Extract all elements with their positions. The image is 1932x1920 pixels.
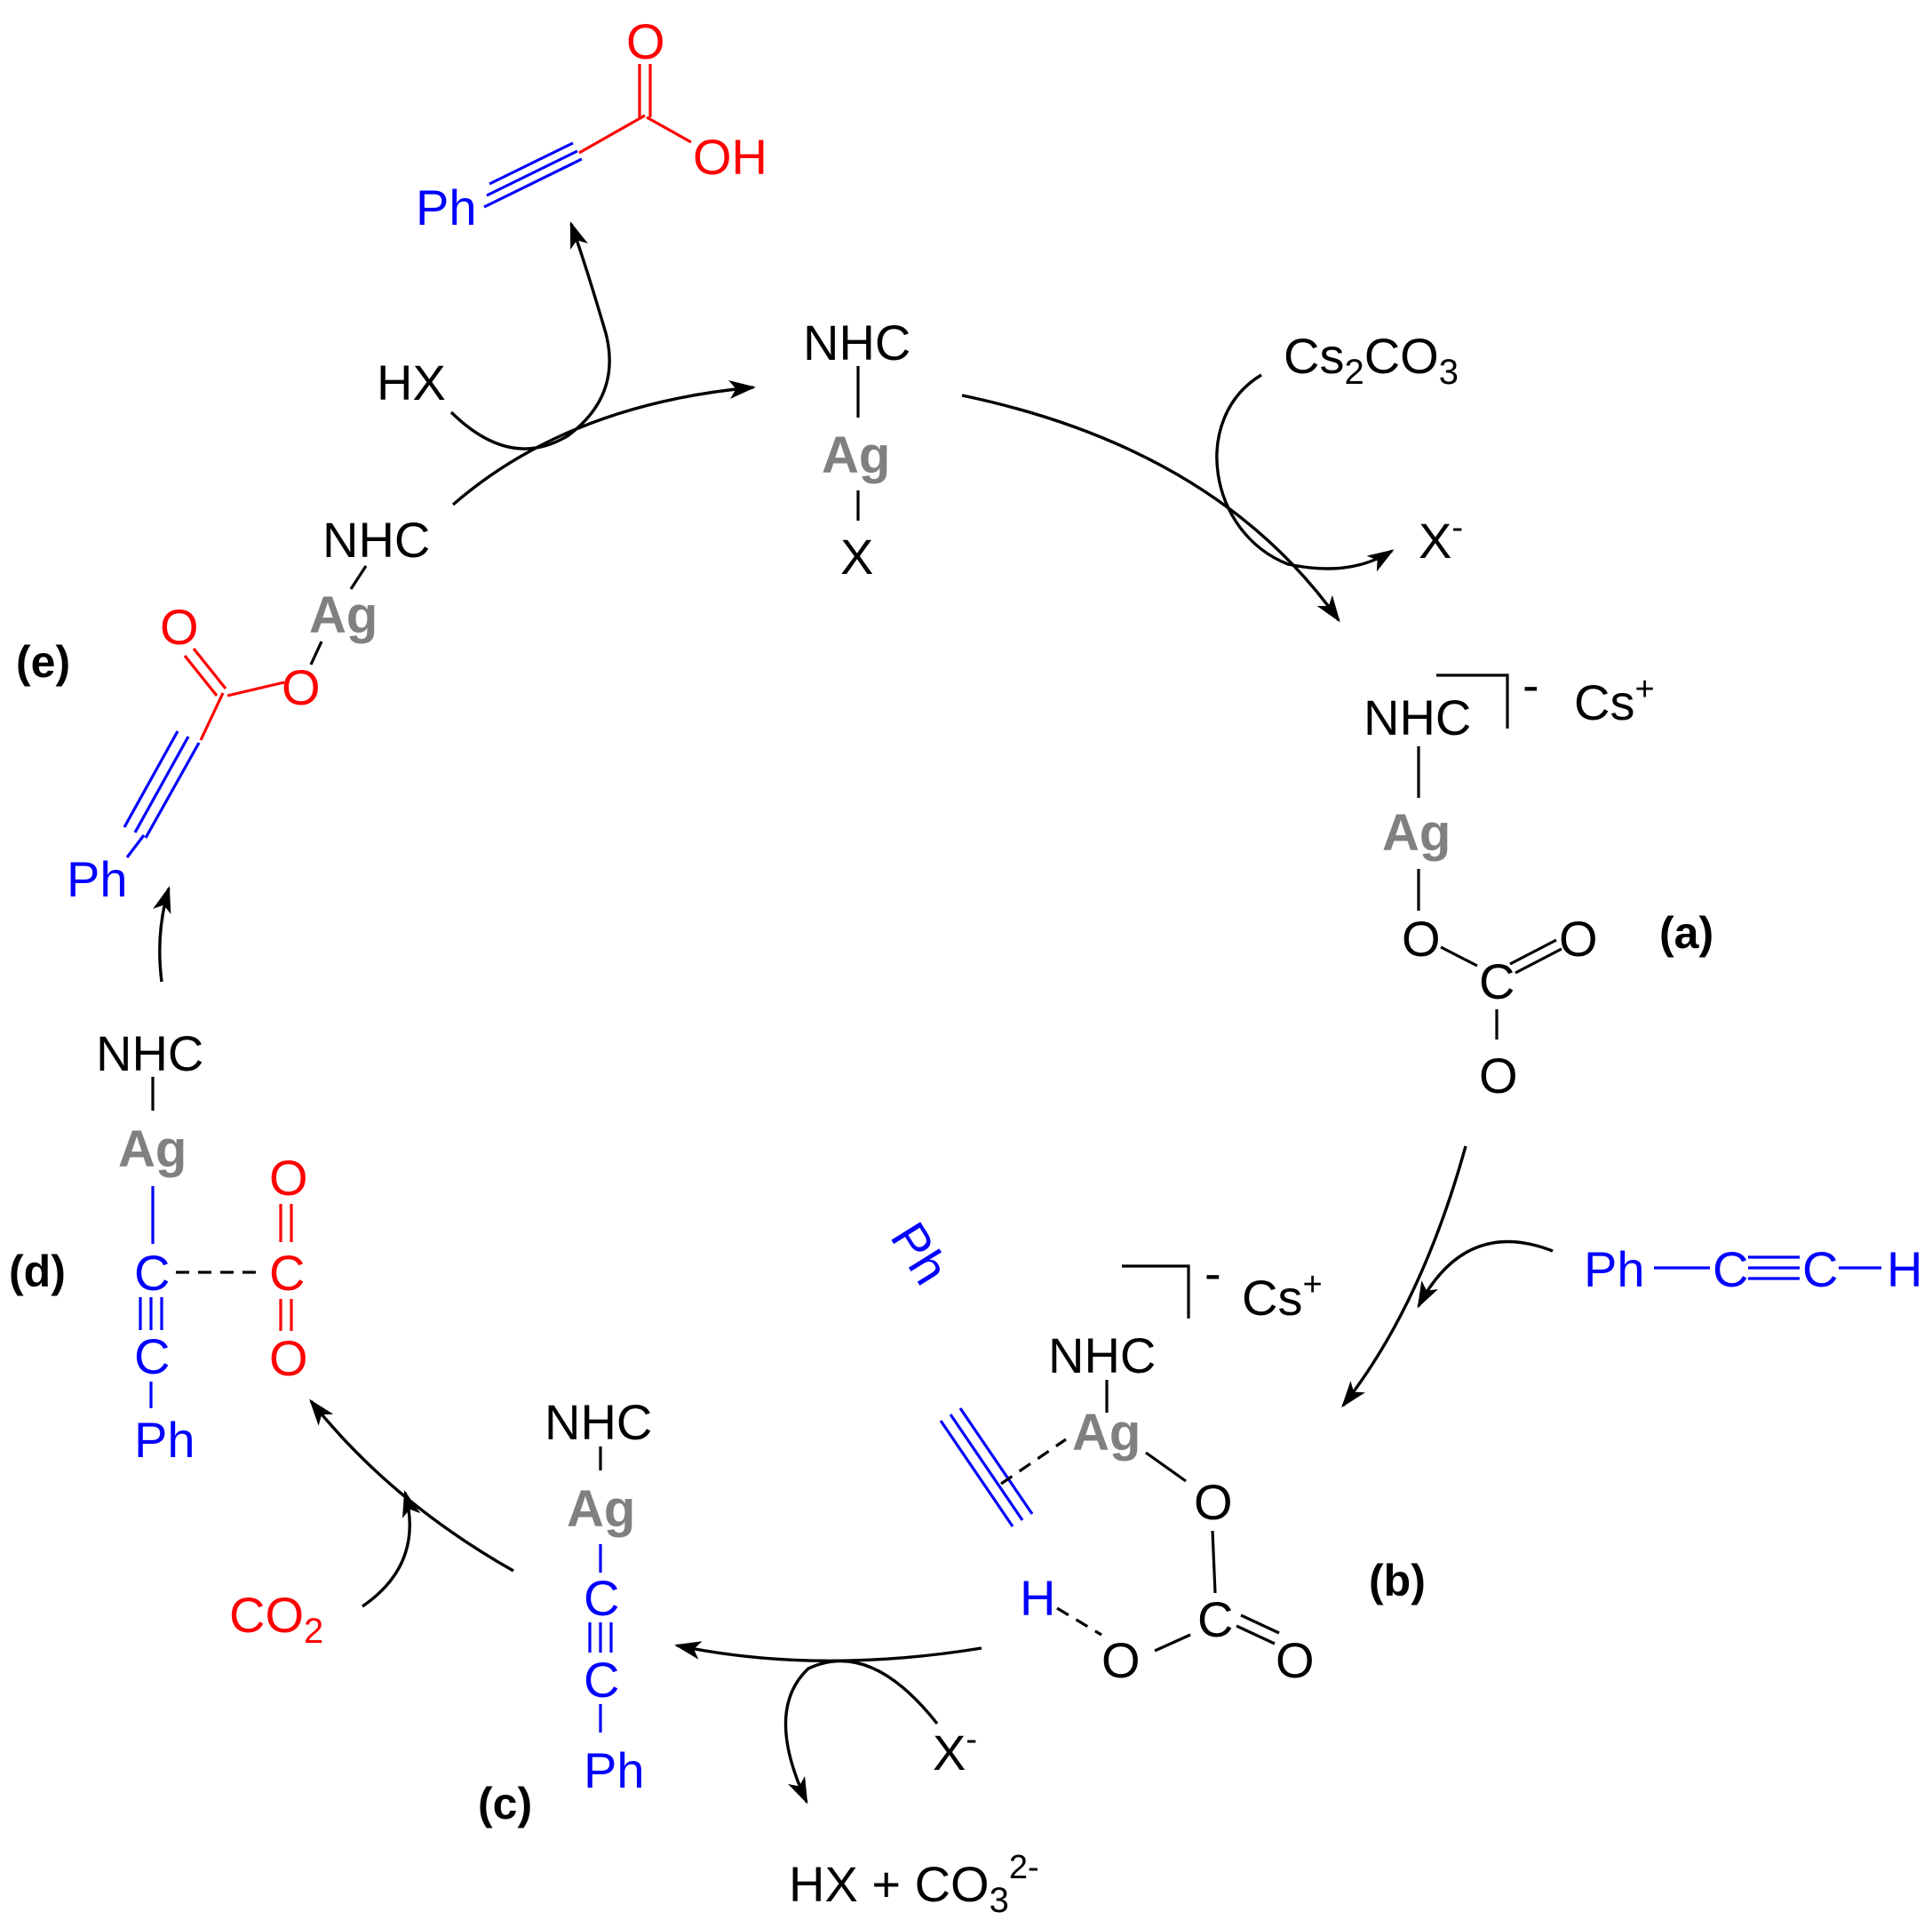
acetylide-ph: Ph xyxy=(584,1742,645,1798)
nhc-label: NHC xyxy=(96,1025,203,1081)
product-ph: Ph xyxy=(416,179,477,235)
anion-charge: - xyxy=(1205,1245,1221,1301)
nhc-label: NHC xyxy=(1048,1327,1156,1383)
reagent-cs2co3: Cs2CO3 xyxy=(1284,328,1459,392)
co2-o-top: O xyxy=(269,1150,308,1206)
product-carbonyl-o: O xyxy=(626,13,665,69)
alkyne-h: H xyxy=(1020,1570,1055,1626)
arrow-e-to-top xyxy=(451,380,756,506)
co2-c: C xyxy=(269,1245,305,1301)
svg-text:CO2: CO2 xyxy=(229,1587,323,1651)
arrow-d-to-e xyxy=(153,886,171,983)
arrow-co2-in xyxy=(362,1490,421,1608)
pa-h: H xyxy=(1887,1241,1922,1297)
arrow-x-in-hx-out xyxy=(783,1659,939,1804)
arrow-c-to-d xyxy=(309,1398,514,1573)
carbonate-o3: O xyxy=(1101,1632,1141,1688)
arrow-b-to-c xyxy=(674,1641,982,1662)
silver-atom: Ag xyxy=(118,1120,187,1178)
nhc-label: NHC xyxy=(545,1394,652,1450)
cesium-cation: Cs+ xyxy=(1574,671,1655,730)
label-a: (a) xyxy=(1659,908,1713,958)
intermediate-a-carbonate: NHC - Cs+ Ag O C O O (a) xyxy=(1364,657,1713,1103)
svg-text:X-: X- xyxy=(1419,509,1463,569)
silver-atom: Ag xyxy=(822,426,890,484)
arrow-a-to-b xyxy=(1341,1145,1467,1408)
complex-nhc-ag-x: NHC Ag X xyxy=(803,315,910,585)
cesium-cation: Cs+ xyxy=(1242,1266,1323,1326)
arrow-hx-in-product-out xyxy=(449,221,611,450)
byproduct-hx-carbonate: HX + CO32- xyxy=(789,1849,1039,1920)
carbonate-c: C xyxy=(1479,953,1515,1009)
intermediate-b-deprotonation: - Cs+ NHC Ag Ph H O C O O (b) xyxy=(880,1213,1426,1688)
carbonate-c: C xyxy=(1197,1591,1233,1647)
product-phenylpropiolic-acid: Ph O OH xyxy=(416,13,767,235)
reagent-co2: CO2 xyxy=(229,1587,323,1651)
carbonate-o1: O xyxy=(1194,1474,1233,1530)
label-e: (e) xyxy=(16,637,70,687)
pa-c1: C xyxy=(1713,1241,1748,1297)
alkyne-ph: Ph xyxy=(134,1412,195,1468)
arrow-top-to-a xyxy=(961,394,1340,623)
silver-atom: Ag xyxy=(309,586,378,644)
silver-atom: Ag xyxy=(1382,804,1451,862)
acetylide-c1: C xyxy=(584,1570,619,1626)
carbonate-o1: O xyxy=(1402,911,1441,967)
label-c: (c) xyxy=(478,1779,532,1828)
cs2co3-formula: Cs2CO3 xyxy=(1284,328,1459,392)
acetylide-c2: C xyxy=(584,1652,619,1708)
label-d: (d) xyxy=(9,1247,66,1296)
co2-o-bottom: O xyxy=(269,1330,308,1386)
carboxylate-o-double: O xyxy=(160,599,199,655)
pa-c2: C xyxy=(1802,1241,1838,1297)
svg-text:X-: X- xyxy=(933,1721,977,1781)
carbonate-o2: O xyxy=(1276,1632,1315,1688)
reagent-phenylacetylene: Ph C C H xyxy=(1584,1241,1922,1297)
intermediate-d-co2-insertion: NHC Ag C C Ph O C O (d) xyxy=(9,1025,308,1468)
alkyne-ph: Ph xyxy=(880,1213,960,1294)
alkyne-c1: C xyxy=(134,1245,170,1301)
pa-ph: Ph xyxy=(1584,1241,1645,1297)
anion-charge: - xyxy=(1523,657,1539,713)
nhc-label: NHC xyxy=(803,315,910,370)
carboxylate-o-single: O xyxy=(282,659,321,715)
byproduct-x-anion-bottom: X- xyxy=(933,1721,977,1781)
silver-atom: Ag xyxy=(567,1480,635,1538)
product-hydroxyl: OH xyxy=(693,129,767,185)
label-b: (b) xyxy=(1369,1556,1426,1605)
propiolate-ph: Ph xyxy=(67,851,128,907)
intermediate-e-silver-carboxylate: NHC Ag O O Ph (e) xyxy=(16,512,430,907)
silver-atom: Ag xyxy=(1072,1404,1141,1462)
intermediate-c-silver-acetylide: NHC Ag C C Ph (c) xyxy=(478,1394,652,1828)
nhc-label: NHC xyxy=(322,512,430,568)
carbonate-o3: O xyxy=(1479,1048,1518,1103)
arrow-phenylacetylene-in xyxy=(1417,1239,1554,1309)
reagent-hx: HX xyxy=(377,355,446,410)
svg-text:HX + CO32-: HX + CO32- xyxy=(789,1849,1039,1920)
reaction-arrows xyxy=(153,221,1554,1804)
arrow-cs2co3-in xyxy=(1215,373,1395,572)
byproduct-x-anion-top: X- xyxy=(1419,509,1463,569)
svg-text:HX: HX xyxy=(377,355,446,410)
halide-x: X xyxy=(840,529,873,585)
alkyne-c2: C xyxy=(134,1328,170,1384)
nhc-label: NHC xyxy=(1364,689,1471,745)
carbonate-o2: O xyxy=(1559,911,1598,967)
